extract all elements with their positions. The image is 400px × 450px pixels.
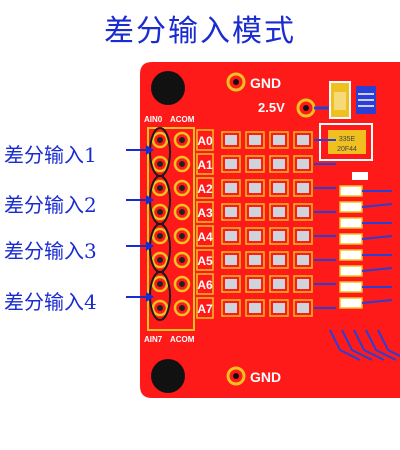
smd-resistor	[339, 185, 363, 197]
arrow-head	[146, 195, 154, 205]
voltage-label: 2.5V	[258, 100, 285, 115]
label-arrows	[126, 145, 154, 302]
channel-label: A6	[197, 278, 213, 292]
header-label-ain7: AIN7	[144, 335, 163, 344]
channel-label: A0	[197, 134, 213, 148]
gnd-label-bottom: GND	[250, 369, 281, 385]
mounting-hole-top	[151, 71, 185, 105]
smd-resistor	[339, 217, 363, 229]
label-diff-input-3: 差分输入3	[4, 239, 97, 263]
smd-resistor	[339, 249, 363, 261]
mounting-hole-bottom	[151, 359, 185, 393]
channel-label: A5	[197, 254, 213, 268]
channel-row: A5	[151, 249, 336, 271]
gnd-pad-top	[226, 72, 246, 92]
channel-label: A2	[197, 182, 213, 196]
arrow-head	[146, 292, 154, 302]
channel-row: A1	[151, 153, 336, 175]
diagram-title: 差分输入模式	[104, 14, 296, 49]
arrow-head	[146, 145, 154, 155]
smd-resistor	[339, 201, 363, 213]
channel-row: A3	[151, 201, 336, 223]
channel-label: A4	[197, 230, 213, 244]
smd-resistor	[339, 233, 363, 245]
label-diff-input-2: 差分输入2	[4, 193, 97, 217]
gnd-label-top: GND	[250, 75, 281, 91]
channel-row: A6	[151, 273, 336, 295]
gnd-pad-bottom	[226, 366, 246, 386]
header-label-acom-bottom: ACOM	[170, 335, 195, 344]
label-diff-input-4: 差分输入4	[4, 290, 97, 314]
smd-resistor	[339, 281, 363, 293]
channel-row: A2	[151, 177, 336, 199]
chip-text-line2: 20F44	[337, 146, 357, 153]
arrow-head	[146, 241, 154, 251]
channel-row: A7	[151, 297, 336, 319]
channel-row: A4	[151, 225, 336, 247]
pin-header-outline	[147, 127, 195, 331]
crystal-chip	[319, 123, 373, 161]
header-label-acom-top: ACOM	[170, 115, 195, 124]
smd-resistor	[339, 265, 363, 277]
header-label-ain0: AIN0	[144, 115, 163, 124]
right-side-components	[329, 172, 400, 361]
channel-row: A0	[151, 129, 336, 151]
label-diff-input-1: 差分输入1	[4, 143, 97, 167]
channel-label: A1	[197, 158, 213, 172]
smd-resistor	[339, 297, 363, 309]
chip-text-line1: 335E	[339, 136, 356, 143]
channel-label: A3	[197, 206, 213, 220]
channel-label: A7	[197, 302, 213, 316]
capacitor	[329, 81, 351, 119]
